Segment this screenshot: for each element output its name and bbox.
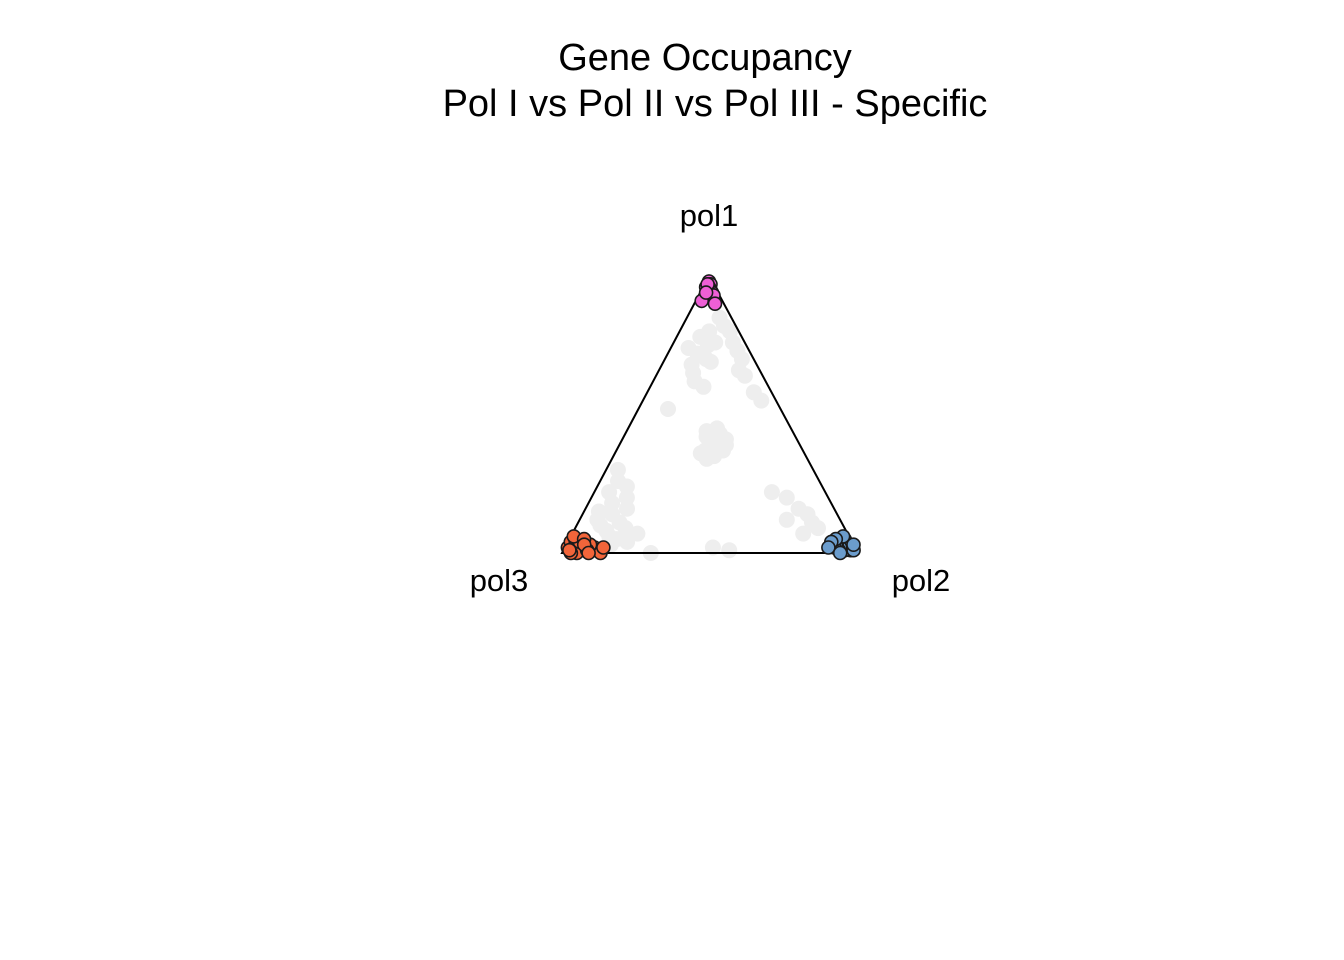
point-other-7 [680, 340, 697, 356]
point-other-9 [702, 353, 719, 370]
vertex-label-pol2: pol2 [892, 563, 951, 598]
point-other-62 [721, 542, 738, 559]
point-pol2-specific-17 [821, 540, 836, 555]
point-other-53 [618, 478, 635, 495]
chart-title: Gene Occupancy [558, 37, 852, 79]
triangle-frame [560, 273, 860, 554]
point-pol2-specific-18 [846, 537, 861, 553]
point-pol3-specific-23 [581, 545, 596, 561]
point-other-32 [698, 450, 715, 467]
point-pol2-specific-19 [832, 545, 848, 561]
vertex-label-pol1: pol1 [680, 198, 739, 233]
point-other-54 [778, 489, 795, 506]
point-pol1-specific-8 [707, 296, 723, 312]
point-pol1-specific-11 [698, 285, 714, 300]
point-pol3-specific-20 [596, 540, 611, 555]
point-other-38 [604, 495, 621, 512]
point-other-66 [753, 392, 770, 409]
point-other-61 [763, 484, 780, 501]
point-other-35 [609, 461, 626, 478]
point-other-11 [695, 378, 712, 395]
point-other-63 [704, 539, 721, 556]
point-other-49 [629, 525, 646, 542]
point-other-60 [778, 511, 795, 528]
point-pol3-specific-15 [562, 542, 577, 558]
chart-subtitle: Pol I vs Pol II vs Pol III - Specific [443, 83, 988, 125]
vertex-label-pol3: pol3 [470, 563, 529, 598]
specific-points-layer [560, 274, 861, 561]
point-other-65 [660, 401, 676, 417]
point-other-52 [618, 489, 635, 506]
point-other-20 [730, 362, 747, 379]
point-other-51 [619, 500, 635, 517]
point-other-58 [810, 520, 826, 537]
point-other-47 [617, 520, 634, 537]
point-other-8 [707, 334, 724, 351]
point-other-59 [795, 525, 812, 542]
background-points-layer [589, 309, 826, 561]
point-other-29 [698, 423, 715, 440]
point-other-34 [715, 442, 731, 459]
